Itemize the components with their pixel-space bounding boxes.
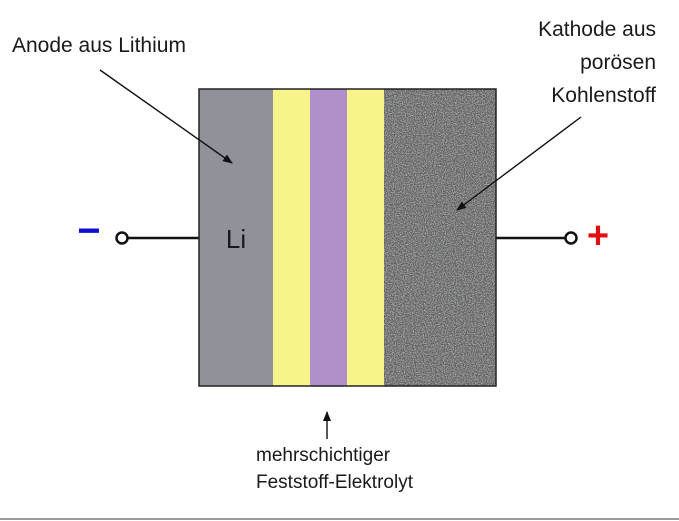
anode-layer [199, 89, 273, 386]
negative-terminal-icon [115, 231, 129, 245]
anode-label: Anode aus Lithium [12, 34, 186, 57]
positive-terminal-icon [564, 231, 578, 245]
cathode-label-line-2: porösen [580, 51, 656, 74]
cathode-label-line-3: Kohlenstoff [551, 84, 656, 107]
anode-symbol: Li [226, 224, 246, 254]
electrolyte-label-line-1: mehrschichtiger [256, 445, 391, 466]
electrolyte-layer-right [347, 89, 384, 386]
cathode-layer [384, 89, 496, 386]
cathode-label-line-1: Kathode aus [538, 18, 656, 41]
electrolyte-label-line-2: Feststoff-Elektrolyt [256, 472, 414, 493]
anode-pointer-arrow-icon [99, 69, 233, 164]
electrolyte-layer-left [273, 89, 310, 386]
plus-sign: + [587, 215, 609, 257]
cathode-pointer-arrow-icon [456, 116, 582, 211]
electrolyte-layer-middle [310, 89, 347, 386]
minus-sign: − [77, 209, 100, 253]
cell-outline [198, 88, 497, 387]
